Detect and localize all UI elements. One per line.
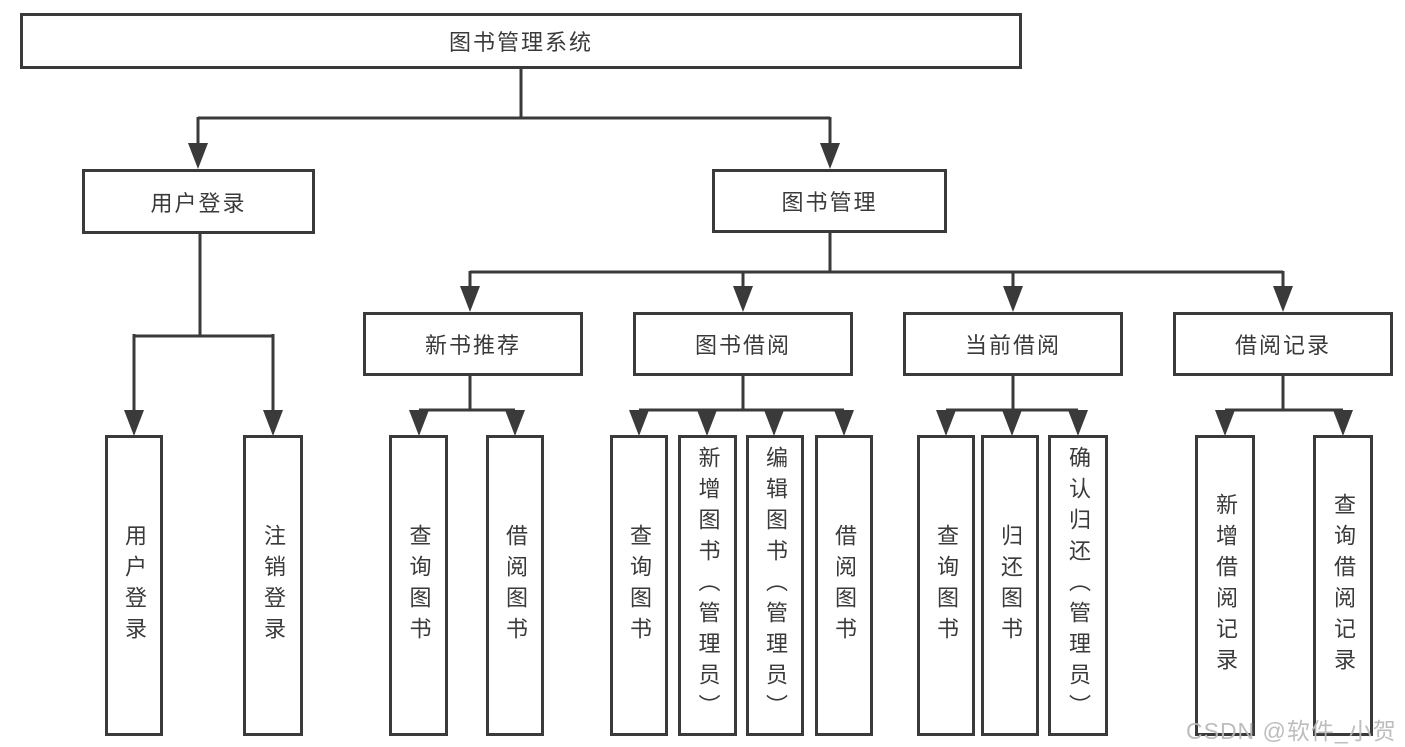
node-new-book-recommend-label: 新书推荐 <box>424 333 521 358</box>
connector-newbooks-to-leaves <box>409 376 525 436</box>
leaf-br-add-record: 新增借阅记录 <box>1195 435 1255 736</box>
node-book-management-label: 图书管理 <box>781 190 878 215</box>
connector-userlogin-to-leaves <box>124 234 283 436</box>
node-borrow-records: 借阅记录 <box>1173 312 1393 376</box>
leaf-logout: 注销登录 <box>243 435 303 736</box>
leaf-user-login: 用户登录 <box>105 435 163 736</box>
leaf-br-add-record-label: 新增借阅记录 <box>1213 492 1238 679</box>
leaf-nb-borrow-books: 借阅图书 <box>486 435 544 736</box>
node-current-borrow-label: 当前借阅 <box>964 333 1061 358</box>
connector-bookborrow-to-leaves <box>629 376 854 436</box>
leaf-cb-query-books: 查询图书 <box>917 435 975 736</box>
node-new-book-recommend: 新书推荐 <box>363 312 583 376</box>
leaf-bb-edit-books-label: 编辑图书（管理员） <box>763 446 788 725</box>
leaf-bb-add-books: 新增图书（管理员） <box>678 435 737 736</box>
leaf-cb-query-books-label: 查询图书 <box>934 523 959 648</box>
leaf-cb-return-books-label: 归还图书 <box>998 523 1023 648</box>
leaf-nb-borrow-books-label: 借阅图书 <box>503 523 528 648</box>
leaf-cb-confirm-return-label: 确认归还（管理员） <box>1066 446 1091 725</box>
node-borrow-records-label: 借阅记录 <box>1234 333 1331 358</box>
node-user-login-label: 用户登录 <box>150 190 247 216</box>
leaf-nb-query-books: 查询图书 <box>389 435 448 736</box>
node-user-login: 用户登录 <box>82 169 315 234</box>
node-current-borrow: 当前借阅 <box>903 312 1123 376</box>
leaf-bb-borrow-books: 借阅图书 <box>815 435 873 736</box>
leaf-cb-return-books: 归还图书 <box>981 435 1039 736</box>
leaf-br-query-record: 查询借阅记录 <box>1313 435 1373 736</box>
connector-currentborrow-to-leaves <box>936 376 1088 436</box>
leaf-logout-label: 注销登录 <box>261 523 286 648</box>
node-book-borrow-label: 图书借阅 <box>694 333 791 358</box>
connector-borrowrecords-to-leaves <box>1215 376 1353 436</box>
node-root: 图书管理系统 <box>20 13 1022 69</box>
leaf-br-query-record-label: 查询借阅记录 <box>1331 492 1356 679</box>
leaf-bb-query-books-label: 查询图书 <box>627 523 652 648</box>
leaf-nb-query-books-label: 查询图书 <box>406 523 432 648</box>
leaf-user-login-label: 用户登录 <box>122 523 147 648</box>
leaf-bb-borrow-books-label: 借阅图书 <box>832 523 857 648</box>
leaf-bb-add-books-label: 新增图书（管理员） <box>695 446 721 725</box>
leaf-bb-edit-books: 编辑图书（管理员） <box>746 435 804 736</box>
node-book-management: 图书管理 <box>712 169 947 233</box>
leaf-bb-query-books: 查询图书 <box>610 435 668 736</box>
connector-root-to-level2 <box>188 68 840 169</box>
node-root-label: 图书管理系统 <box>448 30 593 55</box>
node-book-borrow: 图书借阅 <box>633 312 853 376</box>
leaf-cb-confirm-return: 确认归还（管理员） <box>1048 435 1108 736</box>
connector-bookmgmt-to-level3 <box>460 233 1293 312</box>
